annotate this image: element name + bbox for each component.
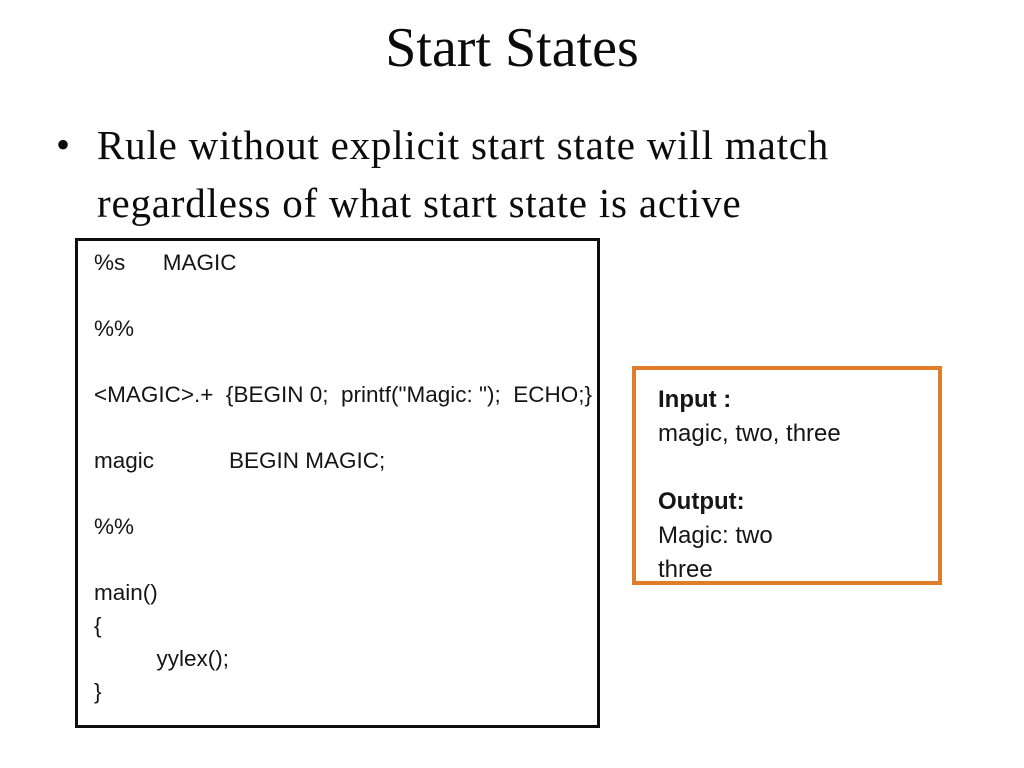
bullet-text: Rule without explicit start state will m… (97, 116, 829, 232)
input-label: Input : (658, 386, 732, 413)
output-value-1: Magic: two (658, 522, 773, 549)
blank-line (658, 451, 938, 485)
code-line (94, 477, 597, 510)
code-line: magic BEGIN MAGIC; (94, 448, 386, 473)
bullet-marker: • (56, 122, 71, 167)
code-line: %s MAGIC (94, 250, 237, 275)
code-line: main() (94, 580, 158, 605)
bullet-item: • Rule without explicit start state will… (56, 116, 936, 232)
input-output-box: Input : magic, two, three Output: Magic:… (632, 366, 942, 585)
code-line (94, 279, 597, 312)
bullet-text-line-2: regardless of what start state is active (97, 180, 742, 226)
code-line: { (94, 613, 102, 638)
output-label: Output: (658, 488, 745, 515)
code-line: %% (94, 514, 135, 539)
code-line (94, 411, 597, 444)
code-line: yylex(); (94, 646, 230, 671)
lex-code-box: %s MAGIC %% <MAGIC>.+ {BEGIN 0; printf("… (75, 238, 600, 728)
code-line: %% (94, 316, 135, 341)
input-value: magic, two, three (658, 420, 841, 447)
bullet-text-line-1: Rule without explicit start state will m… (97, 122, 830, 168)
code-line (94, 345, 597, 378)
code-line: <MAGIC>.+ {BEGIN 0; printf("Magic: "); E… (94, 382, 592, 407)
output-value-2: three (658, 556, 713, 583)
code-line (94, 543, 597, 576)
code-line: } (94, 679, 102, 704)
page-title: Start States (385, 17, 639, 79)
